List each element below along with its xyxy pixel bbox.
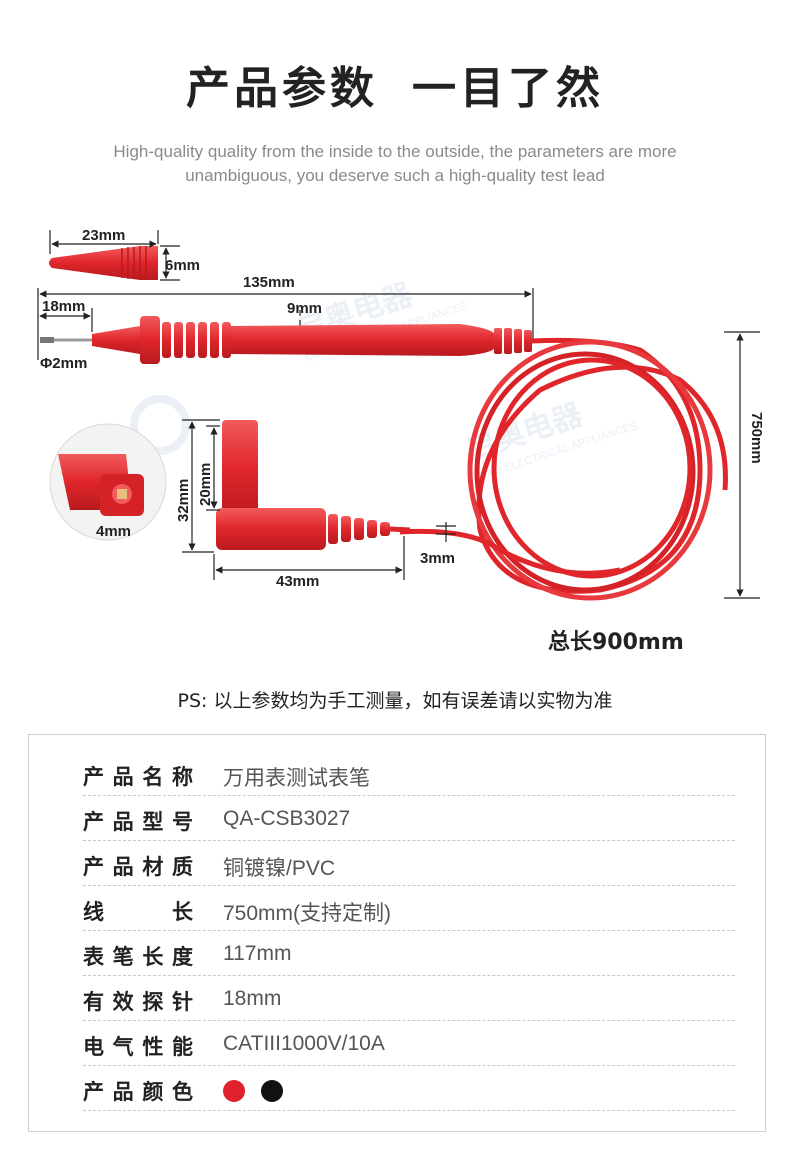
spec-table: 产品名称 万用表测试表笔 产品型号 QA-CSB3027 产品材质 铜镀镍/PV… — [28, 734, 766, 1132]
dimension-diagram: 启奥电器 QIAO ELECTRICAL APPLIANCES 启奥电器 QIA… — [37, 227, 765, 601]
watermark: 启奥电器 QIAO ELECTRICAL APPLIANCES 启奥电器 QIA… — [130, 277, 639, 484]
spec-label: 产品型号 — [83, 810, 193, 834]
dim-tip-length: 18mm — [42, 298, 85, 315]
spec-row-effective-tip: 有效探针 18mm — [83, 976, 735, 1021]
spec-label: 电气性能 — [83, 1035, 193, 1059]
color-swatch-black — [261, 1080, 283, 1102]
spec-value: 铜镀镍/PVC — [223, 857, 336, 880]
spec-row-probe-length: 表笔长度 117mm — [83, 931, 735, 976]
spec-value: 750mm(支持定制) — [223, 902, 392, 925]
socket-zoom — [49, 423, 167, 541]
title-right: 一目了然 — [412, 63, 604, 114]
subtitle: High-quality quality from the inside to … — [60, 140, 730, 188]
spec-value: 117mm — [223, 942, 292, 965]
cable-coil — [399, 337, 728, 601]
dim-socket-diameter: 4mm — [96, 523, 131, 540]
spec-value: QA-CSB3027 — [223, 807, 351, 830]
spec-value: CATIII1000V/10A — [223, 1032, 385, 1055]
dim-plug-total-height: 32mm — [175, 479, 192, 522]
dim-probe-length: 135mm — [243, 274, 295, 291]
spec-label: 表笔长度 — [83, 945, 193, 969]
probe-cap — [49, 246, 158, 280]
spec-label: 线长 — [83, 900, 193, 924]
color-swatch-red — [223, 1080, 245, 1102]
spec-value: 18mm — [223, 987, 282, 1010]
dim-plug-upper-height: 20mm — [197, 463, 214, 506]
spec-row-name: 产品名称 万用表测试表笔 — [83, 751, 735, 796]
dim-coil-length: 750mm — [748, 412, 765, 464]
spec-row-electrical: 电气性能 CATIII1000V/10A — [83, 1021, 735, 1066]
dim-cable-diameter: 3mm — [420, 550, 455, 567]
right-angle-plug — [216, 420, 411, 550]
spec-value: 万用表测试表笔 — [223, 767, 370, 790]
spec-label: 产品材质 — [83, 855, 193, 879]
watermark-logo-icon — [130, 395, 190, 455]
dim-cap-diameter: 6mm — [165, 257, 200, 274]
subtitle-line-2: unambiguous, you deserve such a high-qua… — [185, 166, 605, 185]
title-left: 产品参数 — [186, 63, 378, 114]
spec-label: 产品名称 — [83, 765, 193, 789]
dim-grip-diameter: 9mm — [287, 300, 322, 317]
spec-row-color: 产品颜色 — [83, 1066, 735, 1111]
subtitle-line-1: High-quality quality from the inside to … — [113, 142, 677, 161]
total-length: 总长900mm — [548, 630, 684, 655]
dim-cap-length: 23mm — [82, 227, 125, 244]
measurement-note: PS: 以上参数均为手工测量，如有误差请以实物为准 — [177, 690, 613, 712]
probe-body — [40, 316, 532, 364]
spec-row-cable-length: 线长 750mm(支持定制) — [83, 886, 735, 931]
spec-label: 产品颜色 — [83, 1080, 193, 1104]
dim-tip-diameter: Φ2mm — [40, 355, 87, 372]
spec-row-model: 产品型号 QA-CSB3027 — [83, 796, 735, 841]
spec-row-material: 产品材质 铜镀镍/PVC — [83, 841, 735, 886]
spec-label: 有效探针 — [83, 990, 193, 1014]
dim-plug-length: 43mm — [276, 573, 319, 590]
page-title: 产品参数一目了然 — [0, 52, 790, 116]
